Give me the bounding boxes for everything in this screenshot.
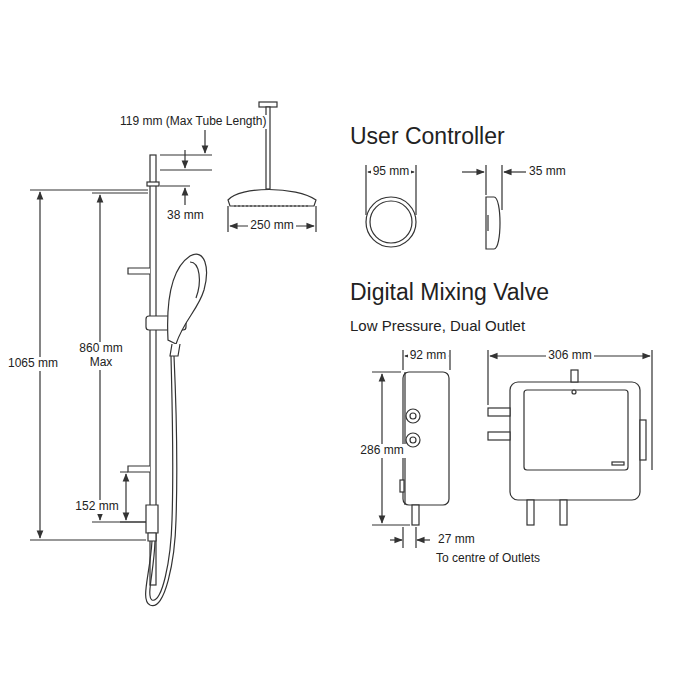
dimension-label: 1065 mm xyxy=(6,357,60,371)
dimension-label: To centre of Outlets xyxy=(434,552,542,566)
section-heading: User Controller xyxy=(348,123,507,149)
dimension-label: 250 mm xyxy=(248,219,295,233)
dimension-label: 27 mm xyxy=(436,533,477,547)
dimension-label: Low Pressure, Dual Outlet xyxy=(348,317,527,334)
dimension-label: 95 mm xyxy=(371,165,412,179)
dimension-label: 152 mm xyxy=(73,500,120,514)
dimension-label: 119 mm (Max Tube Length) xyxy=(118,115,269,129)
dimension-label: 38 mm xyxy=(165,209,206,223)
dimension-label: 92 mm xyxy=(408,349,449,363)
dimension-label: 35 mm xyxy=(527,165,568,179)
dimension-label: 306 mm xyxy=(546,349,593,363)
dimension-label: 860 mm Max xyxy=(75,342,127,370)
dimension-label: 286 mm xyxy=(358,444,405,458)
section-heading: Digital Mixing Valve xyxy=(348,279,551,305)
